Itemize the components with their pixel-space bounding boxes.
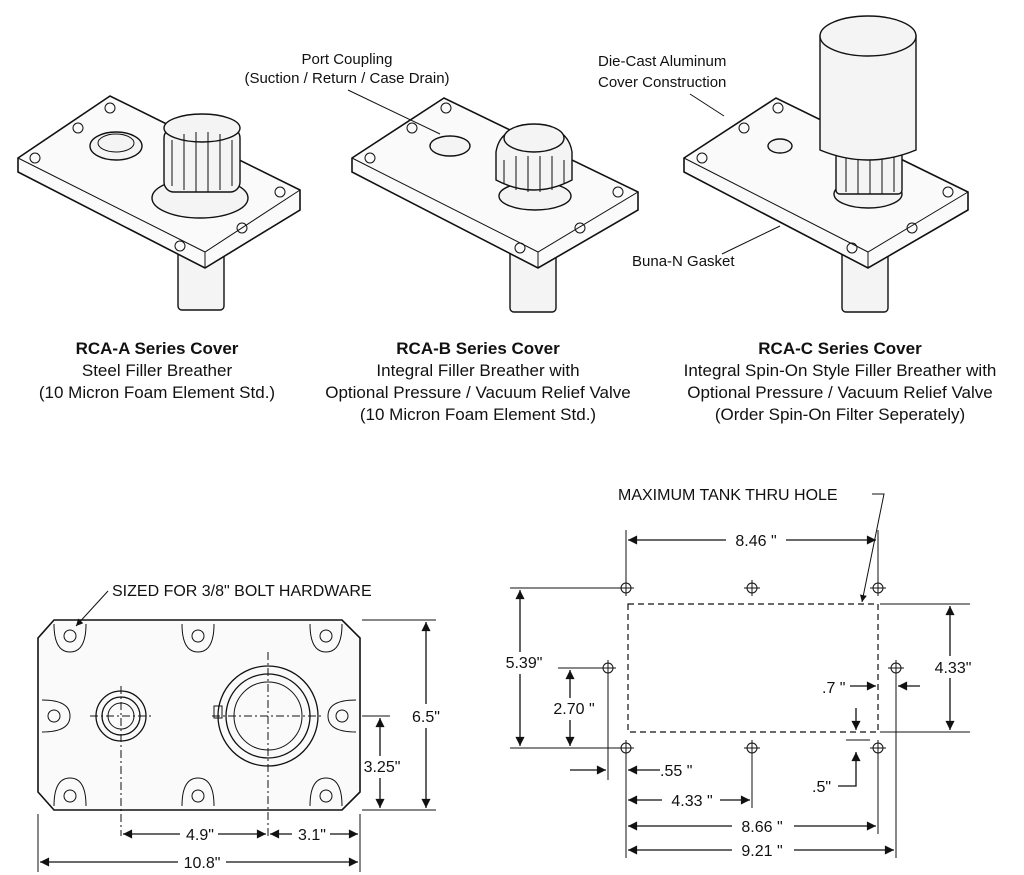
tank-hole-pattern: MAXIMUM TANK THRU HOLE 8.46 " 5.39" <box>498 487 976 860</box>
dim-half-height: 3.25" <box>364 759 401 776</box>
dim-866: 8.66 " <box>741 819 782 836</box>
dim-height: 6.5" <box>412 709 440 726</box>
bolt-hardware-note: SIZED FOR 3/8" BOLT HARDWARE <box>112 583 372 600</box>
dim-width: 10.8" <box>184 855 221 872</box>
rca-b-line-3: (10 Micron Foam Element Std.) <box>360 405 596 424</box>
caption-rca-c: RCA-C Series Cover Integral Spin-On Styl… <box>684 339 997 424</box>
thru-hole-note: MAXIMUM TANK THRU HOLE <box>618 487 838 504</box>
dim-thru-hole-height: 4.33" <box>935 660 972 677</box>
dim-921: 9.21 " <box>741 843 782 860</box>
dim-thru-hole-width: 8.46 " <box>735 533 776 550</box>
rca-c-cover-illustration <box>683 15 969 313</box>
callout-die-cast: Die-Cast Aluminum Cover Construction <box>598 53 726 117</box>
dim-hole-height: 5.39" <box>506 655 543 672</box>
mounting-holes <box>600 580 904 756</box>
cover-top-view: SIZED FOR 3/8" BOLT HARDWARE 6.5" 3.25" … <box>37 583 448 872</box>
caption-rca-b: RCA-B Series Cover Integral Filler Breat… <box>325 339 631 424</box>
dim-433-bottom: 4.33 " <box>671 793 712 810</box>
callout-gasket: Buna-N Gasket <box>632 225 781 270</box>
rca-c-line-1: Integral Spin-On Style Filler Breather w… <box>684 361 997 380</box>
bolt-holes <box>41 623 357 807</box>
rca-c-title: RCA-C Series Cover <box>758 339 922 358</box>
callout-port-coupling: Port Coupling (Suction / Return / Case D… <box>244 51 450 135</box>
dim-05: .5" <box>812 779 831 796</box>
dim-hole-half-height: 2.70 " <box>553 701 594 718</box>
dim-055: .55 " <box>660 763 692 780</box>
rca-b-line-2: Optional Pressure / Vacuum Relief Valve <box>325 383 631 402</box>
die-cast-line-1: Die-Cast Aluminum <box>598 53 726 70</box>
dim-port-to-breather: 4.9" <box>186 827 214 844</box>
rca-b-title: RCA-B Series Cover <box>396 339 560 358</box>
caption-rca-a: RCA-A Series Cover Steel Filler Breather… <box>39 339 275 402</box>
rca-a-cover-illustration <box>17 95 301 311</box>
dim-breather-to-edge: 3.1" <box>298 827 326 844</box>
dim-07: .7 " <box>822 680 845 697</box>
port-coupling-line-2: (Suction / Return / Case Drain) <box>244 70 449 87</box>
rca-c-line-2: Optional Pressure / Vacuum Relief Valve <box>687 383 993 402</box>
rca-b-line-1: Integral Filler Breather with <box>376 361 579 380</box>
rca-a-title: RCA-A Series Cover <box>76 339 239 358</box>
rca-a-line-1: Steel Filler Breather <box>82 361 233 380</box>
rca-b-cover-illustration <box>351 97 639 313</box>
rca-a-line-2: (10 Micron Foam Element Std.) <box>39 383 275 402</box>
gasket-label: Buna-N Gasket <box>632 253 735 270</box>
die-cast-line-2: Cover Construction <box>598 74 726 91</box>
rca-c-line-3: (Order Spin-On Filter Seperately) <box>715 405 965 424</box>
port-coupling-line-1: Port Coupling <box>302 51 393 68</box>
